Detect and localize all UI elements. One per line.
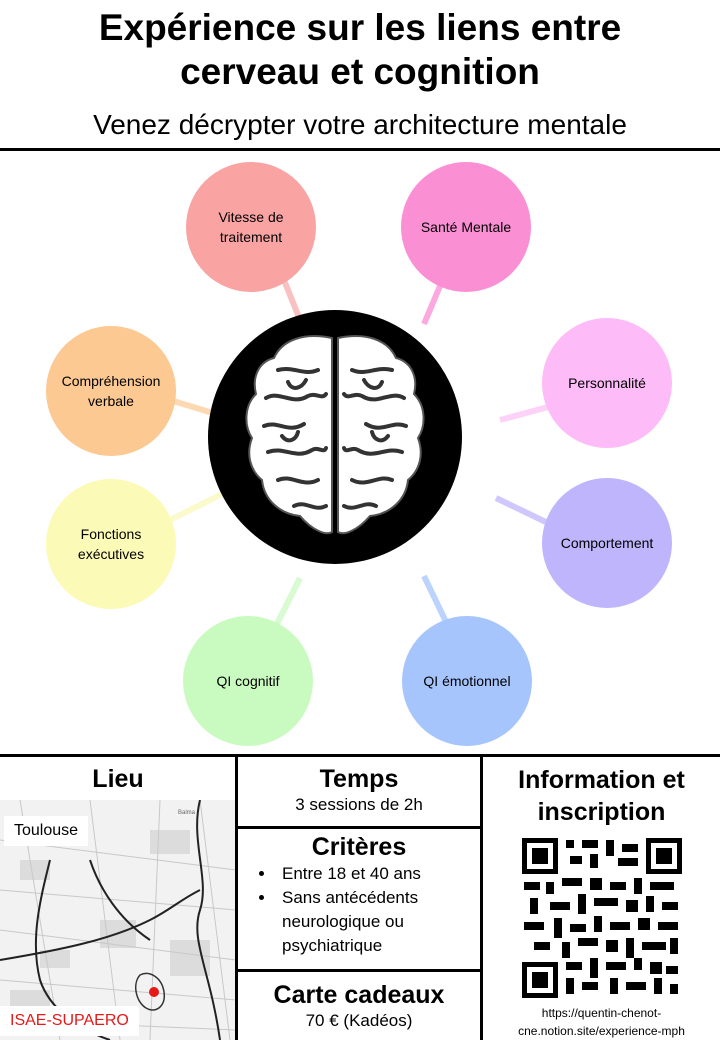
bubble-sante: Santé Mentale <box>401 162 531 292</box>
info-section: Information et inscription <box>483 757 720 1040</box>
bubble-label: QI émotionnel <box>423 673 511 689</box>
qr-code-icon[interactable] <box>522 838 682 998</box>
criteres-section: Critères Entre 18 et 40 ans Sans antécéd… <box>238 832 480 958</box>
lieu-heading: Lieu <box>92 765 144 793</box>
bubble-label: Santé Mentale <box>420 219 512 235</box>
column-divider-1 <box>235 757 238 1040</box>
brain-diagram: Vitesse de traitement Santé Mentale Comp… <box>0 152 720 755</box>
carte-body: 70 € (Kadéos) <box>305 1011 413 1030</box>
info-heading: Information et inscription <box>518 766 685 826</box>
map-small-text: Balma <box>178 810 196 816</box>
carte-heading: Carte cadeaux <box>273 981 445 1009</box>
connector-lines <box>168 278 552 628</box>
connector-qi-cognitif <box>273 576 303 628</box>
title-line-2: cerveau et cognition <box>180 51 540 92</box>
location-pin-icon <box>149 987 159 997</box>
carte-section: Carte cadeaux 70 € (Kadéos) <box>238 980 480 1032</box>
connector-personnalite <box>499 404 549 423</box>
temps-body: 3 sessions de 2h <box>295 795 423 814</box>
map-roads: Balma <box>0 800 236 1040</box>
footer-divider <box>0 754 720 757</box>
header-divider <box>0 148 720 151</box>
connector-comportement <box>494 495 552 527</box>
bubble-qi-cognitif: QI cognitif <box>183 616 313 746</box>
map-city-label: Toulouse <box>4 816 89 846</box>
connector-vitesse <box>281 278 303 322</box>
criteres-item: Sans antécédents neurologique ou psychia… <box>276 886 480 958</box>
bubble-label: Fonctions exécutives <box>77 526 145 562</box>
connector-fonctions <box>168 491 224 523</box>
bubble-fonctions: Fonctions exécutives <box>46 479 176 609</box>
criteres-divider <box>238 969 480 972</box>
brain-icon <box>245 335 425 535</box>
brain-circle <box>208 310 462 564</box>
bubble-label: Compréhension verbale <box>61 373 161 409</box>
bubble-qi-emotionnel: QI émotionnel <box>402 616 532 746</box>
bubble-comportement: Comportement <box>542 478 672 608</box>
bubble-label: Comportement <box>560 535 654 551</box>
bubble-label: Personnalité <box>568 375 646 391</box>
temps-divider <box>238 826 480 829</box>
location-map: Balma Toulouse ISAE-SUPAERO <box>0 800 236 1040</box>
lieu-section: Lieu <box>0 757 236 1040</box>
connector-sante <box>421 284 443 326</box>
temps-section: Temps 3 sessions de 2h <box>238 757 480 816</box>
page-title: Expérience sur les liens entre cerveau e… <box>0 6 720 94</box>
criteres-heading: Critères <box>311 833 407 861</box>
page-subtitle: Venez décrypter votre architecture menta… <box>93 109 627 140</box>
criteres-list: Entre 18 et 40 ans Sans antécédents neur… <box>238 862 480 958</box>
middle-section: Temps 3 sessions de 2h <box>238 757 480 1040</box>
bubble-personnalite: Personnalité <box>542 318 672 448</box>
criteres-item: Entre 18 et 40 ans <box>276 862 480 886</box>
column-divider-2 <box>480 757 483 1040</box>
bubble-label: Vitesse de traitement <box>218 209 284 245</box>
bubble-label: QI cognitif <box>216 673 280 689</box>
map-place-label: ISAE-SUPAERO <box>0 1006 139 1036</box>
connector-qi-emotionnel <box>421 574 451 628</box>
bubble-vitesse: Vitesse de traitement <box>186 162 316 292</box>
info-url[interactable]: https://quentin-chenot-cne.notion.site/e… <box>518 1006 685 1038</box>
connector-comprehension <box>169 397 217 417</box>
title-line-1: Expérience sur les liens entre <box>98 7 622 48</box>
bubble-comprehension: Compréhension verbale <box>46 326 176 456</box>
temps-heading: Temps <box>319 765 399 793</box>
